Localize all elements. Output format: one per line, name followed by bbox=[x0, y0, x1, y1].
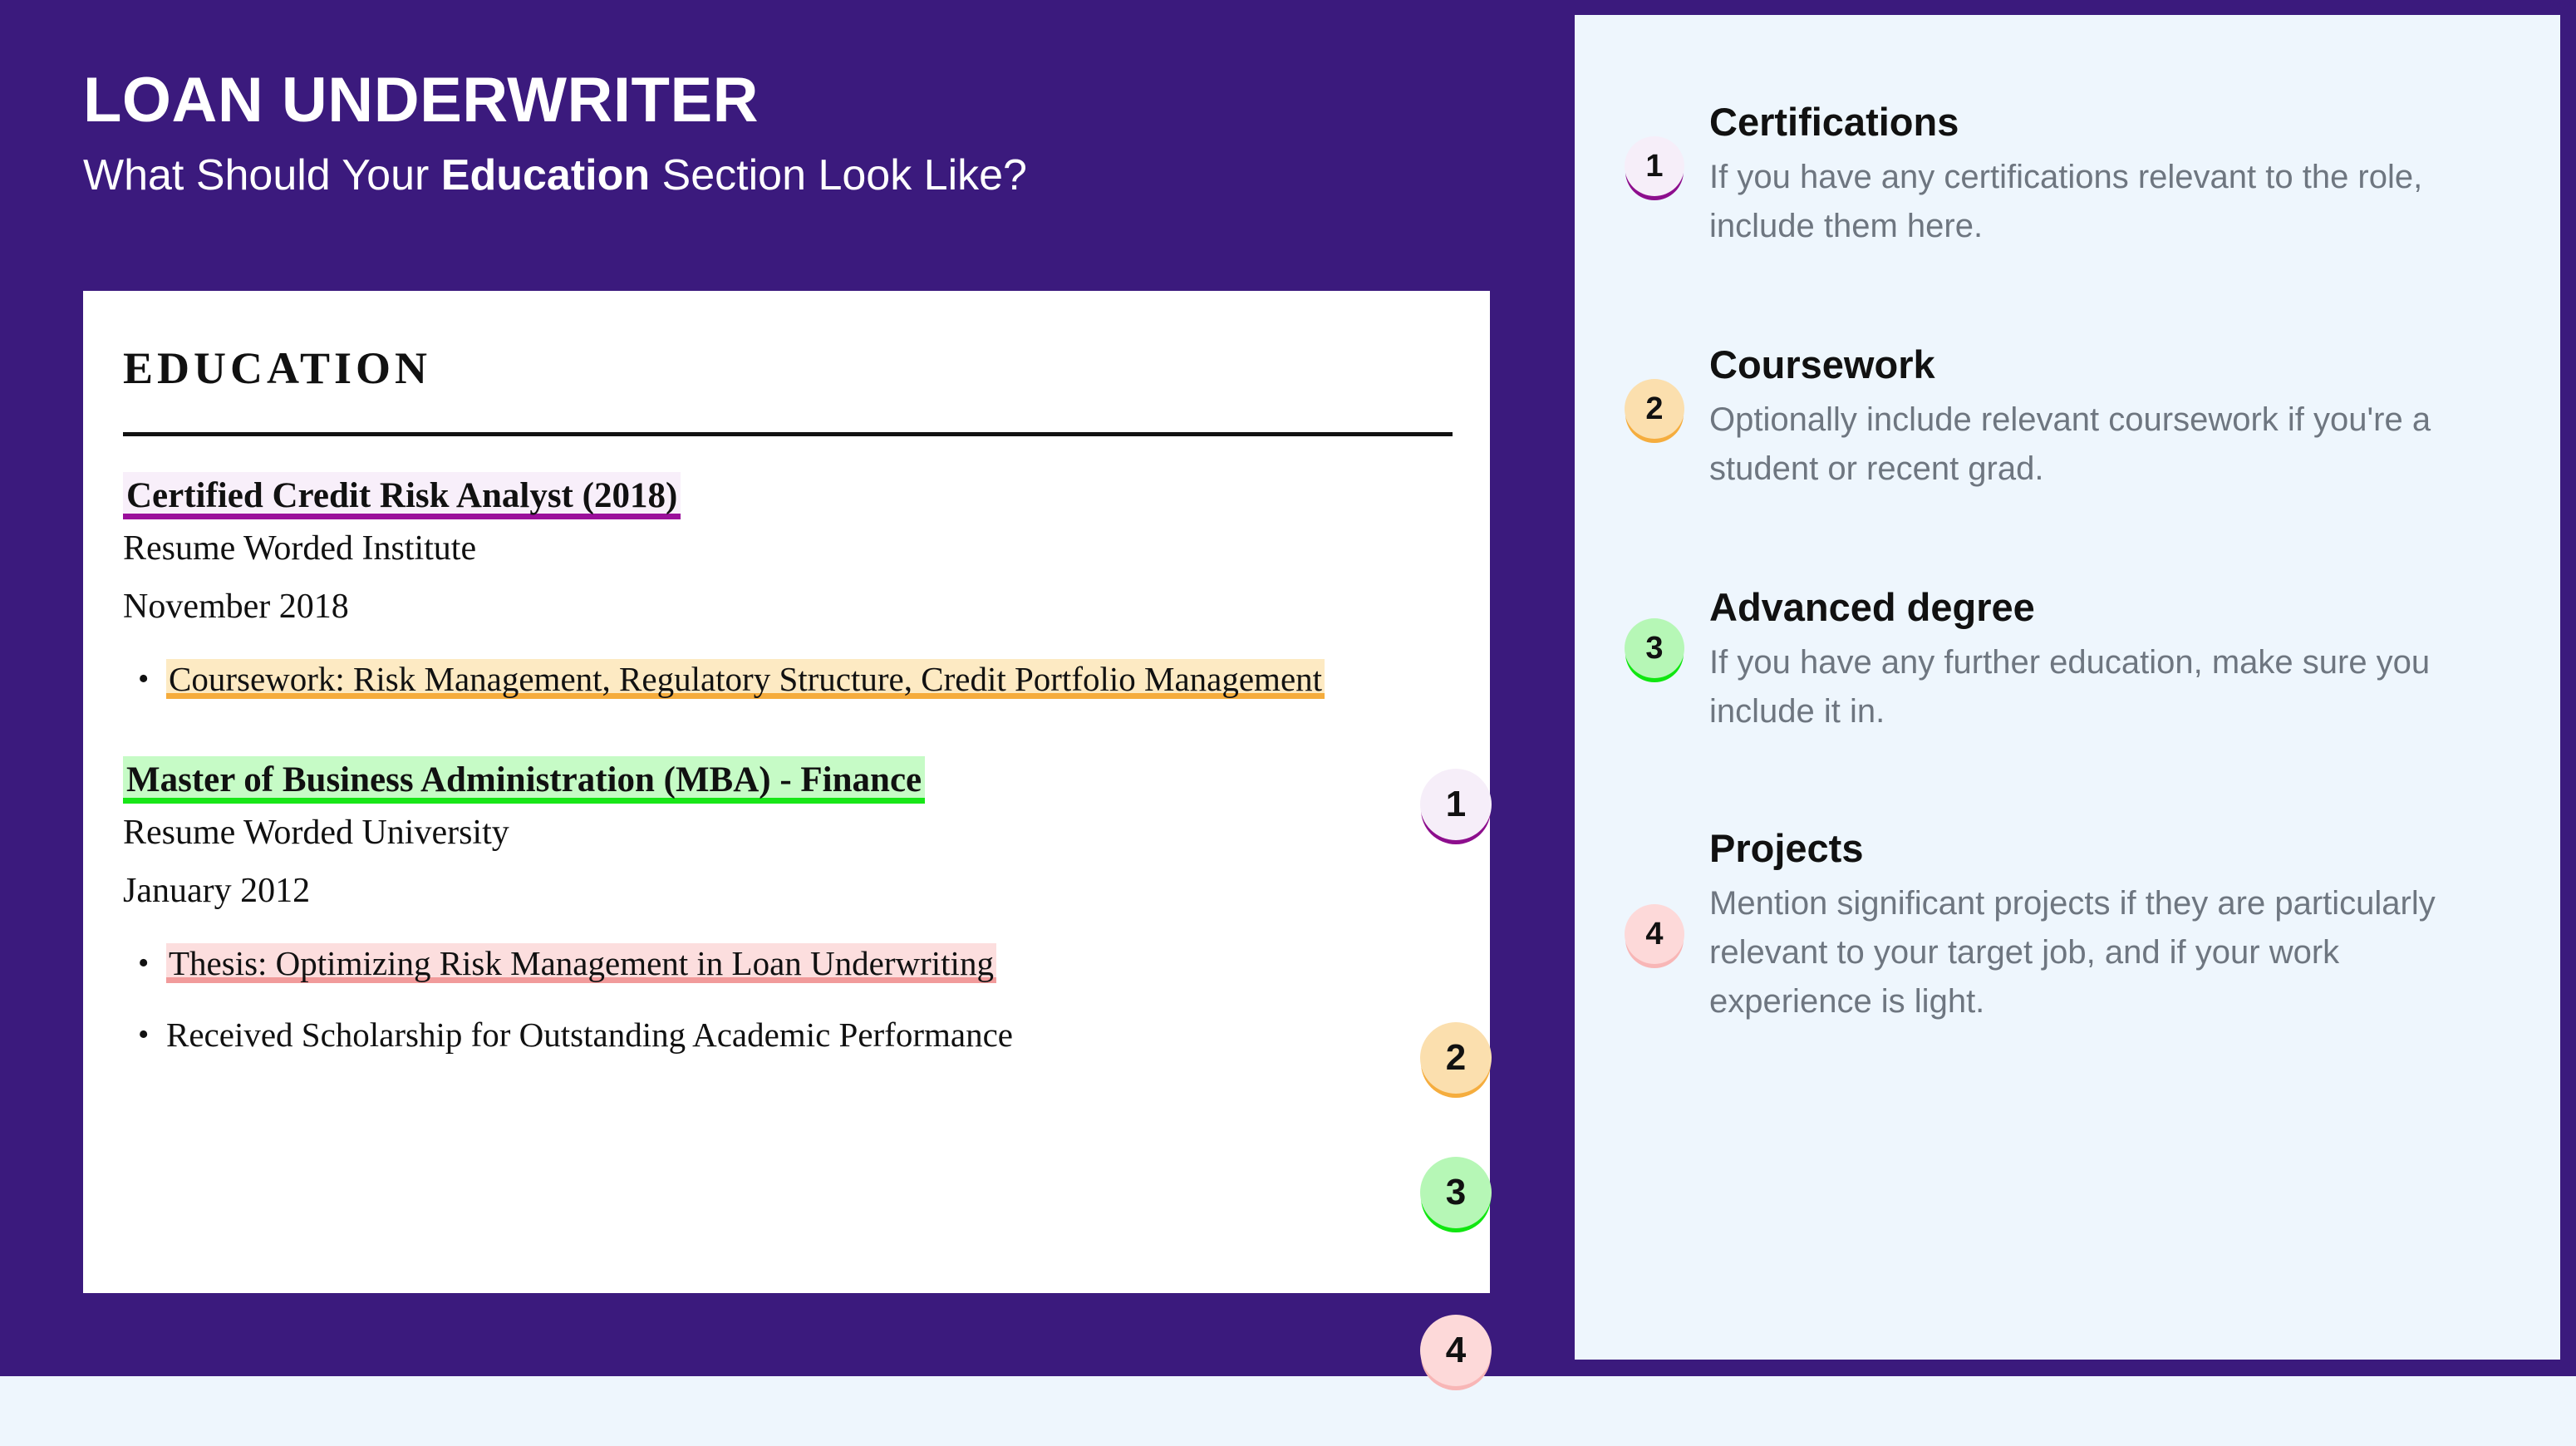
tip-badge-3: 3 bbox=[1625, 618, 1684, 678]
resume-section-divider bbox=[123, 432, 1453, 436]
bullet-thesis-highlight: Thesis: Optimizing Risk Management in Lo… bbox=[166, 943, 996, 983]
page-title: LOAN UNDERWRITER bbox=[83, 65, 760, 135]
resume-card-content: EDUCATION Certified Credit Risk Analyst … bbox=[83, 291, 1490, 1293]
entry-title-certification: Certified Credit Risk Analyst (2018) bbox=[123, 472, 681, 519]
callout-badge-4[interactable]: 4 bbox=[1420, 1315, 1492, 1386]
bullet-scholarship: Received Scholarship for Outstanding Aca… bbox=[123, 1010, 1450, 1060]
tip-title-advanced-degree: Advanced degree bbox=[1709, 585, 2035, 629]
entry-date-mba: January 2012 bbox=[123, 872, 311, 910]
resume-section-heading: EDUCATION bbox=[123, 343, 432, 393]
header-block: LOAN UNDERWRITER What Should Your Educat… bbox=[83, 65, 1496, 201]
tips-panel: 1 Certifications If you have any certifi… bbox=[1575, 15, 2560, 1360]
tip-badge-4: 4 bbox=[1625, 904, 1684, 964]
resume-preview-card: EDUCATION Certified Credit Risk Analyst … bbox=[83, 291, 1492, 1386]
entry-organization-certification: Resume Worded Institute bbox=[123, 529, 477, 568]
entry-title-mba: Master of Business Administration (MBA) … bbox=[123, 756, 926, 804]
bullet-thesis: Thesis: Optimizing Risk Management in Lo… bbox=[123, 938, 1450, 988]
tip-badge-1: 1 bbox=[1625, 136, 1684, 196]
tip-description-certifications: If you have any certifications relevant … bbox=[1709, 159, 2423, 244]
tip-description-advanced-degree: If you have any further education, make … bbox=[1709, 644, 2431, 730]
tip-body-advanced-degree: Advanced degree If you have any further … bbox=[1709, 582, 2507, 736]
entry-bullet-list-mba: Thesis: Optimizing Risk Management in Lo… bbox=[123, 938, 1450, 1060]
entry-date-certification: November 2018 bbox=[123, 588, 349, 626]
tip-item-coursework: 2 Coursework Optionally include relevant… bbox=[1625, 339, 2522, 494]
subtitle-emphasis: Education bbox=[440, 151, 651, 199]
entry-organization-mba: Resume Worded University bbox=[123, 814, 509, 852]
callout-badge-2[interactable]: 2 bbox=[1420, 1022, 1492, 1094]
resume-entry-certification: Certified Credit Risk Analyst (2018) Res… bbox=[123, 472, 1450, 704]
tip-item-projects: 4 Projects Mention significant projects … bbox=[1625, 823, 2522, 1026]
tip-title-coursework: Coursework bbox=[1709, 342, 1935, 386]
tip-description-projects: Mention significant projects if they are… bbox=[1709, 885, 2436, 1020]
entry-bullet-list-certification: Coursework: Risk Management, Regulatory … bbox=[123, 654, 1450, 704]
subtitle-part-before: What Should Your bbox=[83, 151, 441, 199]
tip-body-certifications: Certifications If you have any certifica… bbox=[1709, 96, 2507, 251]
tip-description-coursework: Optionally include relevant coursework i… bbox=[1709, 401, 2431, 487]
tip-item-certifications: 1 Certifications If you have any certifi… bbox=[1625, 96, 2522, 251]
tip-badge-2: 2 bbox=[1625, 379, 1684, 439]
tip-body-projects: Projects Mention significant projects if… bbox=[1709, 823, 2507, 1026]
resume-entry-mba: Master of Business Administration (MBA) … bbox=[123, 756, 1450, 1060]
page-subtitle: What Should Your Education Section Look … bbox=[83, 150, 1496, 201]
bullet-coursework: Coursework: Risk Management, Regulatory … bbox=[123, 654, 1353, 704]
tip-item-advanced-degree: 3 Advanced degree If you have any furthe… bbox=[1625, 582, 2522, 736]
callout-badge-1[interactable]: 1 bbox=[1420, 769, 1492, 840]
bullet-scholarship-text: Received Scholarship for Outstanding Aca… bbox=[166, 1016, 1013, 1054]
tip-title-projects: Projects bbox=[1709, 826, 1864, 870]
tip-title-certifications: Certifications bbox=[1709, 100, 1959, 144]
bullet-coursework-highlight: Coursework: Risk Management, Regulatory … bbox=[166, 659, 1325, 699]
subtitle-part-after: Section Look Like? bbox=[650, 151, 1027, 199]
callout-badge-3[interactable]: 3 bbox=[1420, 1157, 1492, 1228]
tip-body-coursework: Coursework Optionally include relevant c… bbox=[1709, 339, 2507, 494]
